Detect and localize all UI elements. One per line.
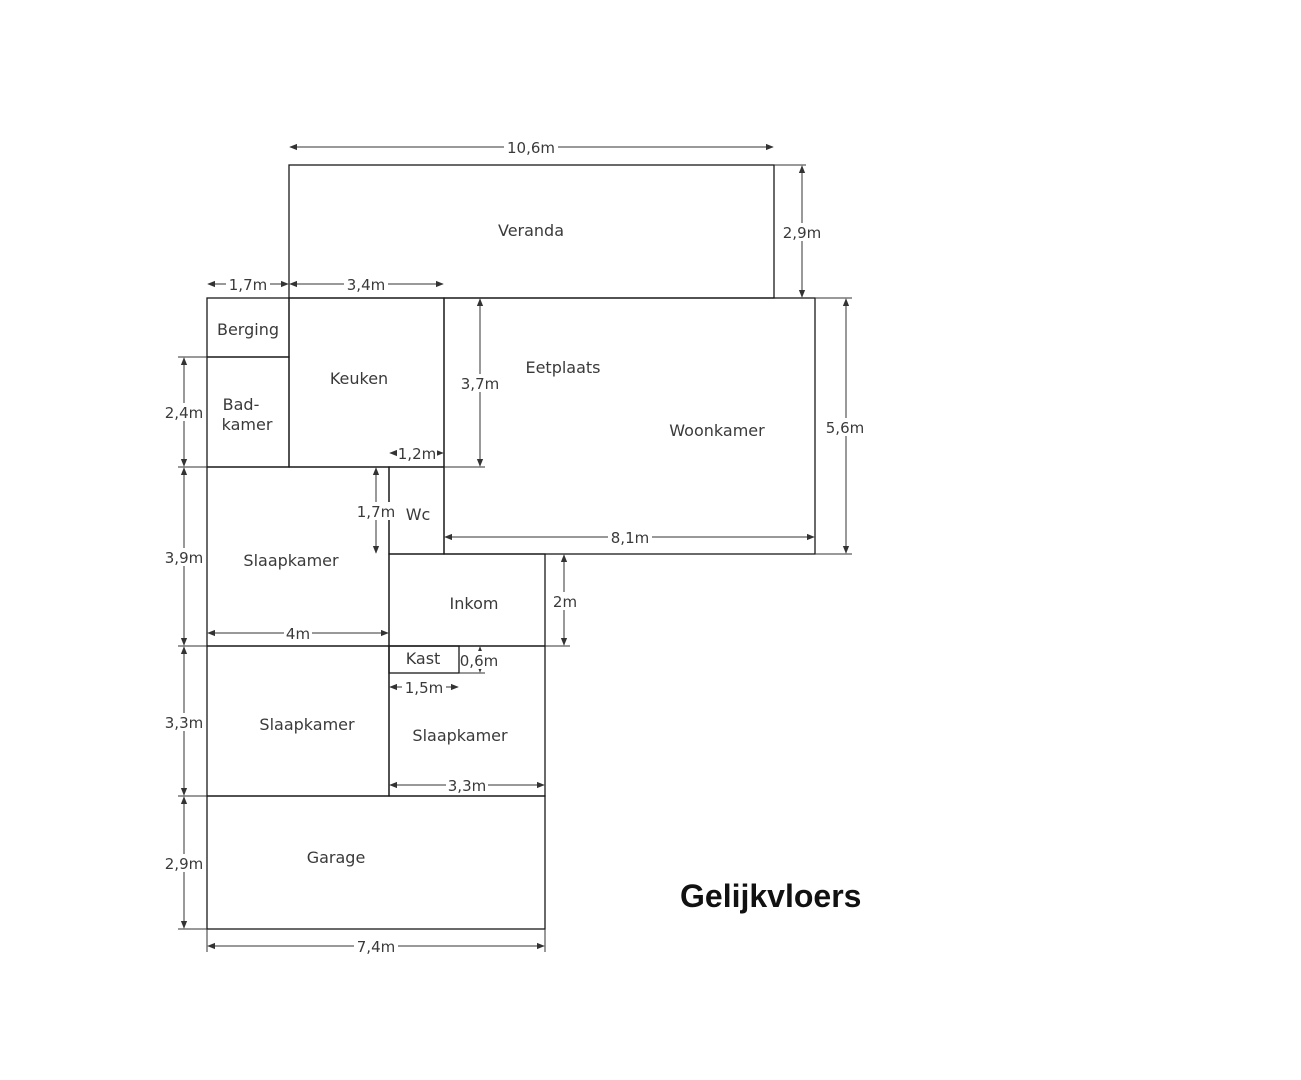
label-kast: Kast xyxy=(406,649,441,668)
dim-slaapkamer-1-height: 3,9m xyxy=(165,549,203,567)
label-eetplaats: Eetplaats xyxy=(525,358,600,377)
label-keuken: Keuken xyxy=(330,369,388,388)
dim-kast-width: 1,5m xyxy=(405,679,443,697)
extension-lines xyxy=(178,164,852,952)
plan-title: Gelijkvloers xyxy=(680,878,862,914)
label-slaapkamer-1: Slaapkamer xyxy=(243,551,339,570)
dimension-lines xyxy=(180,143,850,950)
label-berging: Berging xyxy=(217,320,279,339)
dim-garage-width: 7,4m xyxy=(357,938,395,956)
room-labels: Veranda Berging Keuken Bad- kamer Eetpla… xyxy=(217,221,765,867)
dim-woonkamer-width: 8,1m xyxy=(611,529,649,547)
label-inkom: Inkom xyxy=(450,594,499,613)
garage-room xyxy=(206,795,546,930)
dim-keuken-width: 3,4m xyxy=(347,276,385,294)
dim-slaapkamer-2-height: 3,3m xyxy=(165,714,203,732)
dim-wc-width: 1,2m xyxy=(398,445,436,463)
dim-badkamer-height: 2,4m xyxy=(165,404,203,422)
label-wc: Wc xyxy=(406,505,431,524)
label-garage: Garage xyxy=(307,848,366,867)
kast-room xyxy=(388,645,460,674)
dim-berging-width: 1,7m xyxy=(229,276,267,294)
dim-veranda-depth: 2,9m xyxy=(783,224,821,242)
label-badkamer-line-2: kamer xyxy=(222,415,273,434)
dim-wc-height: 1,7m xyxy=(357,503,395,521)
label-slaapkamer-3: Slaapkamer xyxy=(412,726,508,745)
dim-garage-depth: 2,9m xyxy=(165,855,203,873)
dim-inkom-depth: 2m xyxy=(553,593,577,611)
dim-slaapkamer-1-width: 4m xyxy=(286,625,310,643)
label-veranda: Veranda xyxy=(498,221,564,240)
walls xyxy=(206,164,816,930)
label-woonkamer: Woonkamer xyxy=(669,421,765,440)
label-slaapkamer-2: Slaapkamer xyxy=(259,715,355,734)
dim-slaapkamer-3-width: 3,3m xyxy=(448,777,486,795)
dim-woonkamer-depth: 5,6m xyxy=(826,419,864,437)
dim-veranda-width: 10,6m xyxy=(507,139,555,157)
label-badkamer-line-1: Bad- xyxy=(223,395,260,414)
dimension-labels: 10,6m 2,9m 1,7m 3,4m 2,4m 3,7m 5,6m 1,2m… xyxy=(164,138,866,956)
dim-eetplaats-depth: 3,7m xyxy=(461,375,499,393)
dim-kast-depth: 0,6m xyxy=(460,652,498,670)
woonkamer-room xyxy=(443,297,816,555)
